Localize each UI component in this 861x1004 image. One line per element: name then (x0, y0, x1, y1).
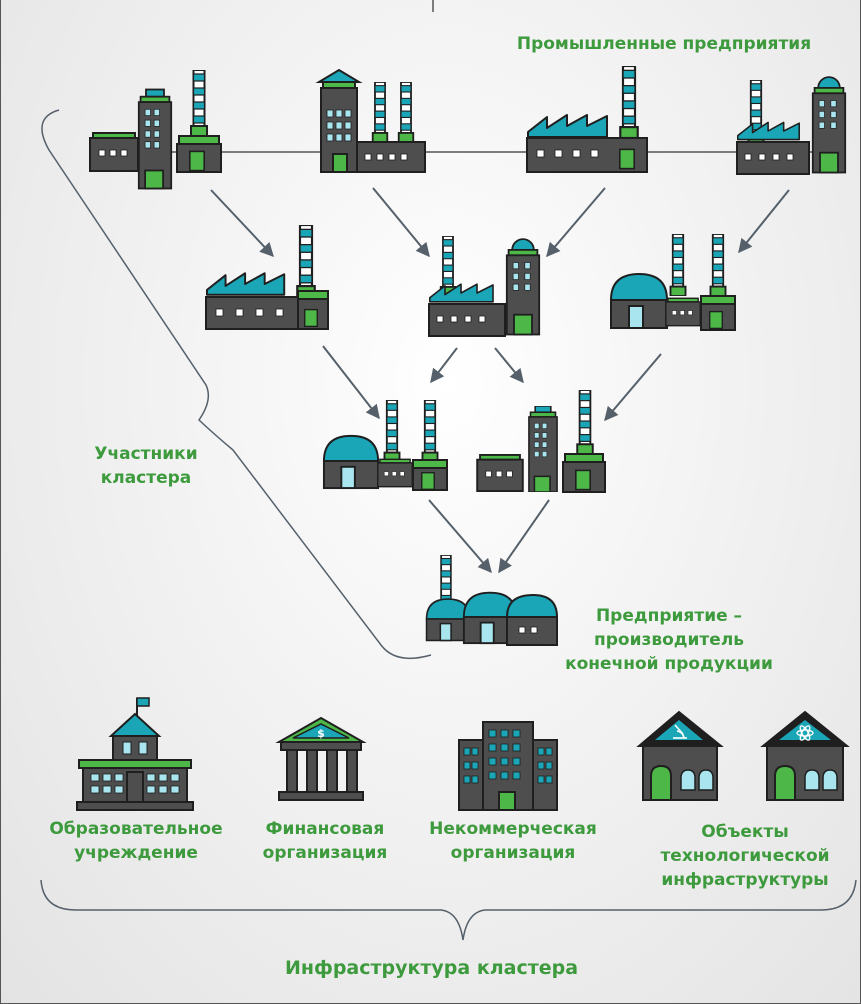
cluster-infrastructure-label: Инфраструктура кластера (284, 957, 579, 979)
arrow (546, 187, 606, 258)
factory-1 (89, 70, 222, 190)
bank-building-icon: $ (275, 716, 367, 801)
arrow (494, 347, 524, 384)
factory-4 (736, 76, 847, 175)
participants-bracket (41, 109, 432, 660)
industrial-enterprises-label: Промышленные предприятия (516, 34, 812, 54)
finance-symbol: $ (317, 727, 325, 740)
education-building-icon (76, 697, 194, 811)
factory-2 (315, 68, 426, 173)
arrow (428, 499, 492, 574)
arrow (372, 187, 430, 258)
atom-icon (796, 725, 814, 741)
factory-9 (476, 390, 606, 493)
cluster-participants-label: Участники кластера (94, 444, 198, 488)
factory-8 (322, 400, 448, 491)
arrow (210, 189, 274, 258)
tech-research-building-icon (760, 710, 850, 801)
final-producer-label: Предприятие – производитель конечной про… (565, 606, 773, 674)
final-producer-factory (425, 555, 559, 646)
arrow (738, 189, 790, 254)
factory-3 (526, 66, 648, 173)
noncommercial-label: Некоммерческая организация (429, 819, 597, 863)
tech-infrastructure-label: Объекты технологической инфраструктуры (660, 822, 830, 890)
infrastructure-bracket (40, 879, 857, 941)
factory-6 (428, 236, 541, 337)
arrow (322, 345, 380, 420)
flow-arrows (210, 187, 790, 574)
factory-5 (205, 225, 329, 330)
tech-lab-building-icon (636, 710, 724, 801)
office-building-icon (458, 721, 558, 811)
education-label: Образовательное учреждение (49, 819, 223, 863)
arrow (498, 499, 550, 574)
finance-label: Финансовая организация (262, 819, 388, 863)
microscope-icon (673, 724, 687, 739)
arrow (430, 347, 458, 384)
factory-7 (610, 234, 736, 331)
arrow (604, 353, 662, 422)
